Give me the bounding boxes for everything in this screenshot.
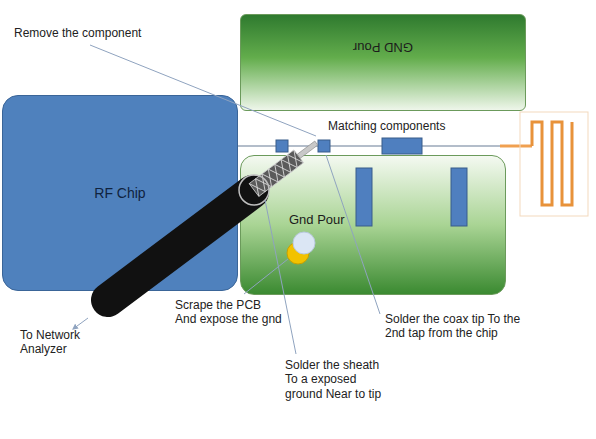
leader-line [90,45,316,136]
label-text: Matching components [328,119,445,133]
instruction-note: Remove the component [14,26,174,40]
instruction-note: Scrape the PCB And expose the gnd [175,298,283,327]
leader-line [244,259,288,294]
label-text: To Network Analyzer [20,328,80,356]
ground-pour: Gnd Pour [240,155,506,295]
leader-line [326,155,380,314]
pad [356,168,372,226]
antenna-outline [520,112,588,216]
scraped-ground [287,242,309,264]
meander-antenna [532,122,572,205]
component-label: Matching components [328,119,458,133]
label-text: Solder the sheath To a exposed ground Ne… [285,358,381,401]
rf-chip: RF Chip [2,95,238,291]
label-text: Scrape the PCB And expose the gnd [175,298,282,326]
leader-line [265,200,296,354]
node-label: RF Chip [94,185,145,202]
direction-arrow [73,318,88,329]
scraped-ground [293,232,315,254]
antenna-feed [500,145,532,148]
coax-end [239,175,269,205]
label-text: Solder the coax tip To the 2nd tap from … [385,312,520,340]
coax-braid [249,137,321,197]
matching-component [382,138,422,154]
instruction-note: To Network Analyzer [20,328,90,357]
instruction-note: Solder the coax tip To the 2nd tap from … [385,312,537,341]
node-label: Gnd Pour [289,212,345,228]
node-label: GND Pour [353,39,413,55]
instruction-note: Solder the sheath To a exposed ground Ne… [285,358,393,401]
matching-component [276,140,288,152]
label-text: Remove the component [14,26,141,40]
ground-pour: GND Pour [240,14,526,111]
rf-trace [238,145,532,147]
pad [451,168,467,226]
coax-cable [108,192,252,300]
matching-component [318,140,330,152]
